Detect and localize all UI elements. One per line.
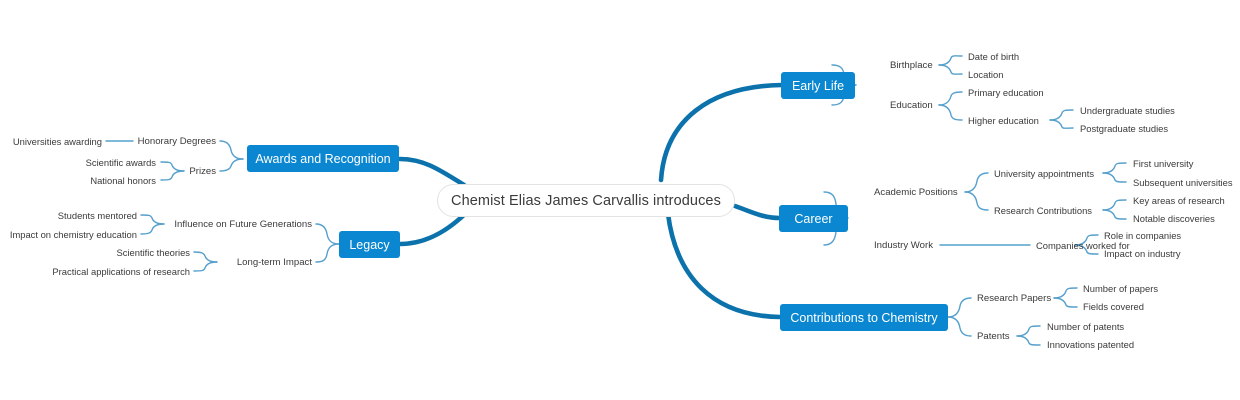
node-students-mentored[interactable]: Students mentored — [57, 210, 137, 221]
node-role-in-companies[interactable]: Role in companies — [1104, 230, 1182, 241]
connector-contrib-patents — [947, 316, 972, 337]
node-long-term-impact[interactable]: Long-term Impact — [236, 257, 312, 268]
branch-root-awards — [397, 156, 467, 188]
branch-root-legacy — [397, 210, 469, 247]
connector-prizes-scientific — [160, 161, 185, 172]
connector-longterm-theories — [193, 251, 218, 263]
node-innovations-patented[interactable]: Innovations patented — [1047, 339, 1135, 350]
branch-node-awards-and-recognition[interactable]: Awards and Recognition — [247, 145, 399, 172]
connector-contrib-papers — [947, 297, 972, 318]
branch-node-early-life-label: Early Life — [791, 78, 845, 93]
connector-awards-honorary — [219, 140, 244, 160]
node-impact-on-industry[interactable]: Impact on industry — [1104, 248, 1181, 259]
connector-influence-students — [140, 214, 165, 225]
node-impact-on-chemistry-education[interactable]: Impact on chemistry education — [9, 229, 137, 240]
node-undergraduate-studies[interactable]: Undergraduate studies — [1080, 105, 1175, 116]
node-number-of-patents[interactable]: Number of patents — [1047, 321, 1125, 332]
connector-education-primary — [938, 91, 963, 106]
node-key-areas-of-research[interactable]: Key areas of research — [1133, 195, 1225, 206]
node-research-papers[interactable]: Research Papers — [977, 293, 1052, 304]
connector-research-notable — [1102, 209, 1127, 220]
branch-node-career-label: Career — [794, 211, 833, 226]
node-primary-education[interactable]: Primary education — [968, 87, 1044, 98]
connector-companies-role — [1074, 234, 1099, 246]
connector-appointments-first — [1102, 162, 1127, 174]
connector-patents-number — [1016, 325, 1041, 337]
node-subsequent-universities[interactable]: Subsequent universities — [1133, 177, 1233, 188]
connector-influence-education — [140, 223, 165, 235]
node-notable-discoveries[interactable]: Notable discoveries — [1133, 213, 1215, 224]
node-date-of-birth[interactable]: Date of birth — [968, 51, 1020, 62]
connector-education-higher — [938, 104, 963, 121]
node-postgraduate-studies[interactable]: Postgraduate studies — [1080, 123, 1169, 134]
connector-birthplace-dob — [938, 55, 963, 66]
connector-research-keyareas — [1102, 199, 1127, 211]
branch-node-contributions-to-chemistry-label: Contributions to Chemistry — [790, 310, 938, 325]
root-node[interactable]: Chemist Elias James Carvallis introduces — [437, 184, 735, 217]
connector-academic-appointments — [964, 172, 989, 193]
branch-node-early-life[interactable]: Early Life — [781, 72, 855, 99]
connector-appointments-subsequent — [1102, 172, 1127, 183]
branch-node-legacy[interactable]: Legacy — [339, 231, 400, 258]
branch-root-early-life — [658, 82, 785, 183]
node-education[interactable]: Education — [890, 100, 933, 111]
node-university-appointments[interactable]: University appointments — [994, 168, 1095, 179]
node-universities-awarding[interactable]: Universities awarding — [12, 136, 102, 147]
node-fields-covered[interactable]: Fields covered — [1083, 301, 1144, 312]
connector-legacy-longterm — [315, 243, 340, 263]
node-first-university[interactable]: First university — [1133, 158, 1194, 169]
branch-node-legacy-label: Legacy — [349, 237, 390, 252]
connector-patents-innovations — [1016, 335, 1041, 346]
node-industry-work[interactable]: Industry Work — [874, 240, 934, 251]
connector-academic-research — [964, 191, 989, 211]
node-higher-education[interactable]: Higher education — [968, 115, 1039, 126]
node-academic-positions[interactable]: Academic Positions — [874, 187, 958, 198]
connector-higher-postgrad — [1049, 119, 1074, 129]
branch-node-awards-and-recognition-label: Awards and Recognition — [255, 151, 391, 166]
connector-legacy-influence — [315, 223, 340, 245]
connector-papers-fields — [1053, 297, 1078, 308]
connector-awards-prizes — [219, 158, 244, 172]
node-practical-applications-of-research[interactable]: Practical applications of research — [52, 266, 190, 277]
connector-higher-undergrad — [1049, 109, 1074, 121]
node-birthplace[interactable]: Birthplace — [890, 60, 933, 71]
connector-prizes-national — [160, 170, 185, 181]
node-national-honors[interactable]: National honors — [90, 175, 156, 186]
node-prizes[interactable]: Prizes — [189, 166, 216, 177]
connector-companies-impact — [1074, 244, 1099, 255]
node-companies-worked-for[interactable]: Companies worked for — [1036, 240, 1130, 251]
branch-node-career[interactable]: Career — [779, 205, 848, 232]
branch-root-career — [732, 203, 783, 221]
node-patents[interactable]: Patents — [977, 331, 1010, 342]
branch-root-contributions — [665, 211, 783, 320]
node-number-of-papers[interactable]: Number of papers — [1083, 283, 1159, 294]
node-honorary-degrees[interactable]: Honorary Degrees — [137, 136, 216, 147]
connector-birthplace-location — [938, 64, 963, 75]
node-research-contributions[interactable]: Research Contributions — [994, 205, 1092, 216]
node-influence-on-future-generations[interactable]: Influence on Future Generations — [174, 219, 312, 230]
node-scientific-theories[interactable]: Scientific theories — [116, 247, 190, 258]
node-location[interactable]: Location — [968, 69, 1004, 80]
node-scientific-awards[interactable]: Scientific awards — [85, 157, 156, 168]
root-node-label: Chemist Elias James Carvallis introduces — [451, 192, 721, 209]
branch-node-contributions-to-chemistry[interactable]: Contributions to Chemistry — [780, 304, 948, 331]
connector-papers-number — [1053, 287, 1078, 299]
connector-longterm-practical — [193, 261, 218, 272]
